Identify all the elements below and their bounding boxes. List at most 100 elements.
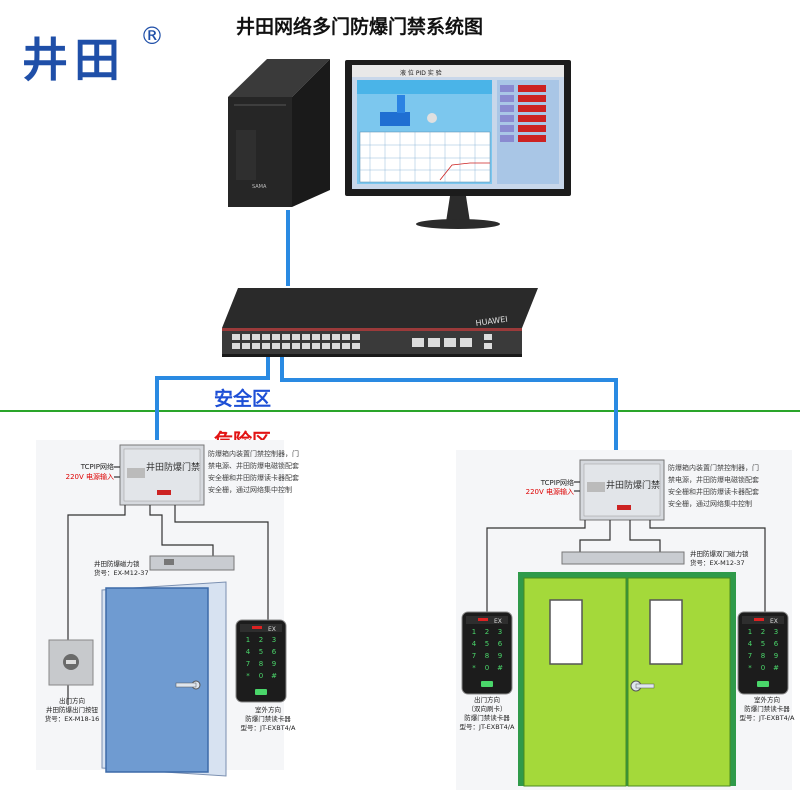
- left-reader-name: 防爆门禁读卡器: [245, 715, 291, 723]
- keypad-key: 5: [259, 648, 263, 656]
- pc-brand-mark: SAMA: [252, 184, 267, 190]
- right-outdoor-reader-direction: 室外方向: [754, 696, 780, 704]
- left-lock-model: 货号：EX-M12-37: [94, 569, 149, 577]
- cable-switch-right-controller: [280, 344, 618, 463]
- cable-switch-left-controller: [155, 344, 270, 447]
- right-double-door: [518, 572, 736, 787]
- keypad-key: 3: [774, 628, 778, 636]
- right-outdoor-reader-name: 防爆门禁读卡器: [744, 705, 790, 713]
- right-exit-reader-name: 防爆门禁读卡器: [464, 714, 510, 722]
- right-tcpip-label: TCPIP网络: [540, 479, 574, 487]
- keypad-key: 2: [485, 628, 489, 636]
- keypad-key: 7: [246, 660, 250, 668]
- keypad-key: #: [271, 672, 277, 680]
- keypad-key: 7: [472, 652, 476, 660]
- right-exit-reader-mode: （双向刷卡）: [467, 705, 507, 713]
- right-exit-reader-model: 型号：JT-EXBT4/A: [459, 723, 515, 731]
- right-desc-line: 安全栅，通过网络集中控制: [668, 500, 752, 508]
- monitor-screen-title: 液 位 PID 实 验: [400, 69, 442, 77]
- keypad-key: 0: [259, 672, 263, 680]
- network-switch: [222, 288, 538, 357]
- left-desc-line: 安全栅，通过网络集中控制: [208, 486, 292, 494]
- keypad-key: 4: [246, 648, 251, 656]
- left-controller-description: 防爆箱内装置门禁控制器，门 禁电源、井田防爆电磁锁配套 安全栅和井田防爆读卡器配…: [208, 448, 338, 496]
- left-desc-line: 安全栅和井田防爆读卡器配套: [208, 474, 299, 482]
- right-outdoor-reader-label: 室外方向 防爆门禁读卡器 型号：JT-EXBT4/A: [736, 696, 798, 723]
- left-wiring: [67, 466, 269, 705]
- keypad-key: 6: [272, 648, 277, 656]
- left-desc-line: 防爆箱内装置门禁控制器，门: [208, 450, 299, 458]
- left-lock-label: 井田防爆磁力锁 货号：EX-M12-37: [94, 560, 149, 578]
- reader-brand-mark: EX: [770, 618, 778, 625]
- keypad-key: 3: [498, 628, 502, 636]
- right-controller-description: 防爆箱内装置门禁控制器，门 禁电源，井田防爆电磁锁配套 安全栅和井田防爆读卡器配…: [668, 462, 796, 510]
- right-power-label: 220V 电源输入: [525, 488, 574, 496]
- left-desc-line: 禁电源、井田防爆电磁锁配套: [208, 462, 299, 470]
- right-desc-line: 安全栅和井田防爆读卡器配套: [668, 488, 759, 496]
- right-wiring: [486, 481, 766, 612]
- left-tcpip-label: TCPIP网络: [80, 463, 114, 471]
- left-reader-direction: 室外方向: [255, 706, 281, 714]
- keypad-key: #: [773, 664, 779, 672]
- switch-brand: HUAWEI: [475, 315, 508, 328]
- keypad-key: 2: [259, 636, 263, 644]
- keypad-key: 1: [748, 628, 752, 636]
- left-button-model: 货号：EX-M18-16: [44, 715, 100, 723]
- right-desc-line: 禁电源，井田防爆电磁锁配套: [668, 476, 759, 484]
- keypad-key: 9: [774, 652, 778, 660]
- keypad-key: 6: [774, 640, 779, 648]
- keypad-key: *: [246, 672, 250, 680]
- keypad-key: 8: [485, 652, 489, 660]
- keypad-key: 0: [761, 664, 765, 672]
- keypad-key: 9: [498, 652, 502, 660]
- left-button-name: 井田防爆出门按钮: [46, 706, 98, 714]
- keypad-key: 0: [485, 664, 489, 672]
- keypad-key: *: [472, 664, 476, 672]
- right-exit-reader-label: 出门方向 （双向刷卡） 防爆门禁读卡器 型号：JT-EXBT4/A: [456, 696, 518, 732]
- keypad-key: 3: [272, 636, 276, 644]
- left-controller-box: [119, 444, 205, 506]
- right-lock-name: 井田防爆双门磁力锁: [690, 550, 749, 558]
- right-outdoor-reader-model: 型号：JT-EXBT4/A: [739, 714, 795, 722]
- keypad-key: 8: [259, 660, 263, 668]
- keypad-key: *: [748, 664, 752, 672]
- keypad-key: 9: [272, 660, 276, 668]
- left-reader-model: 型号：JT-EXBT4/A: [240, 724, 296, 732]
- left-door: [101, 581, 227, 777]
- left-exit-button: [48, 639, 94, 686]
- pc-tower: SAMA: [228, 59, 330, 207]
- keypad-key: 7: [748, 652, 752, 660]
- keypad-key: #: [497, 664, 503, 672]
- right-magnetic-lock: [561, 551, 685, 565]
- left-button-label: 出门方向 井田防爆出门按钮 货号：EX-M18-16: [42, 697, 102, 724]
- network-cables: [155, 210, 618, 463]
- keypad-key: 6: [498, 640, 503, 648]
- diagram-title: 井田网络多门防爆门禁系统图: [236, 16, 484, 38]
- right-lock-label: 井田防爆双门磁力锁 货号：EX-M12-37: [690, 550, 749, 568]
- keypad-key: 2: [761, 628, 765, 636]
- right-controller-label: 井田防爆门禁: [606, 481, 661, 491]
- registered-mark: ®: [140, 22, 164, 50]
- brand-logo: 井田: [22, 33, 126, 87]
- keypad-key: 4: [748, 640, 753, 648]
- right-desc-line: 防爆箱内装置门禁控制器，门: [668, 464, 759, 472]
- left-reader-label: 室外方向 防爆门禁读卡器 型号：JT-EXBT4/A: [238, 706, 298, 733]
- keypad-key: 4: [472, 640, 477, 648]
- keypad-key: 5: [485, 640, 489, 648]
- left-controller-label: 井田防爆门禁: [146, 463, 201, 473]
- left-lock-name: 井田防爆磁力锁: [94, 560, 140, 568]
- reader-brand-mark: EX: [268, 626, 276, 633]
- keypad-key: 8: [761, 652, 765, 660]
- monitor: [345, 60, 571, 229]
- right-controller-box: [579, 459, 665, 521]
- safe-zone-label: 安全区: [214, 388, 272, 410]
- reader-brand-mark: EX: [494, 618, 502, 625]
- right-lock-model: 货号：EX-M12-37: [690, 559, 745, 567]
- keypad-key: 5: [761, 640, 765, 648]
- right-exit-reader-direction: 出门方向: [474, 696, 500, 704]
- left-power-label: 220V 电源输入: [65, 473, 114, 481]
